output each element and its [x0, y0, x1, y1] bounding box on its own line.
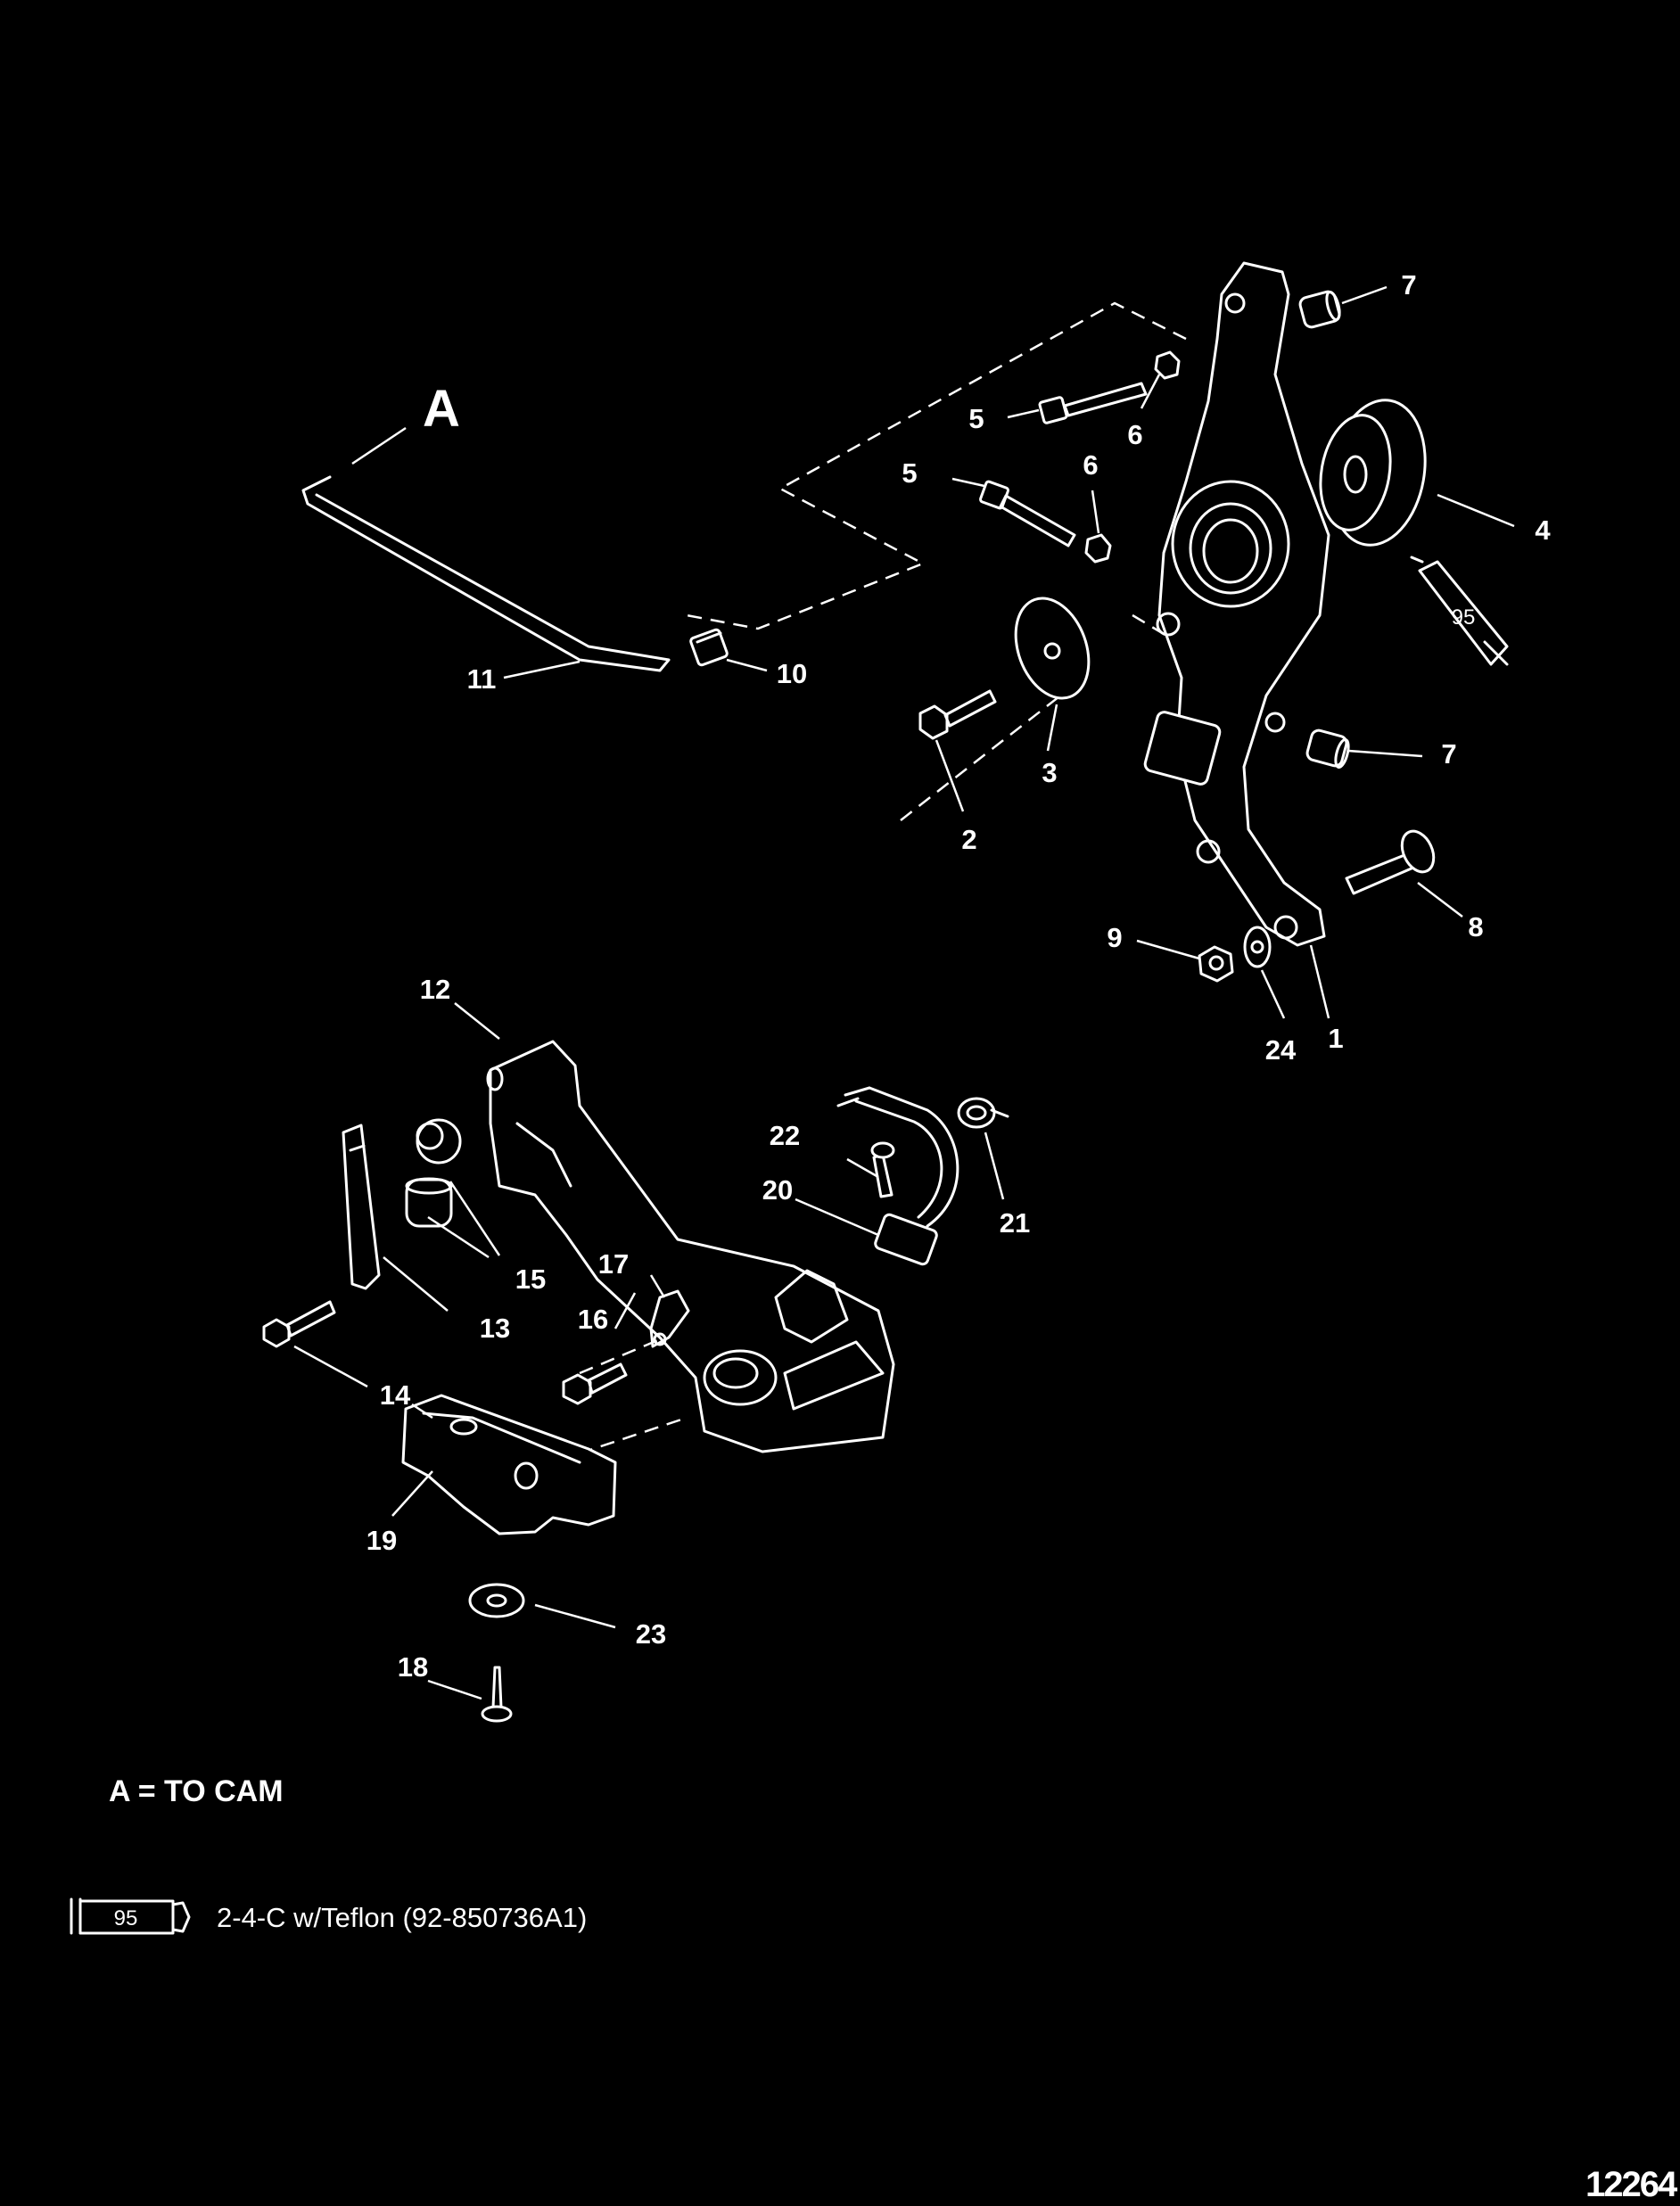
- part-15-spacer-upper: [416, 1118, 462, 1165]
- callout-8: 8: [1468, 911, 1483, 942]
- callout-5-upper: 5: [968, 403, 984, 434]
- part-8-pivot-bolt: [1345, 829, 1436, 895]
- callout-18: 18: [398, 1651, 428, 1683]
- callout-12: 12: [420, 974, 450, 1005]
- tube-code-label: 95: [1452, 605, 1476, 630]
- note-a-to-cam: A = TO CAM: [109, 1774, 284, 1808]
- callout-9: 9: [1107, 922, 1122, 953]
- callout-1: 1: [1328, 1023, 1343, 1054]
- callout-6-lower: 6: [1083, 449, 1098, 481]
- callout-17: 17: [598, 1248, 629, 1280]
- callout-23: 23: [636, 1618, 666, 1650]
- part-24-washer: [1243, 926, 1272, 968]
- callout-a: A: [423, 380, 460, 438]
- part-5-bolt-lower: [979, 480, 1076, 547]
- leader-lines: [293, 285, 1515, 1700]
- part-3-washer: [1014, 597, 1091, 700]
- part-6-nut-lower: [1084, 533, 1112, 564]
- part-5-bolt-upper: [1038, 382, 1148, 424]
- part-7-bushing-lower: [1305, 728, 1350, 770]
- part-4-roller: [1319, 399, 1427, 547]
- callout-11: 11: [467, 663, 497, 695]
- part-17-clip: [649, 1289, 690, 1348]
- part-7-bushing-upper: [1298, 290, 1341, 329]
- callout-19: 19: [366, 1525, 397, 1556]
- callout-7-upper: 7: [1401, 269, 1416, 300]
- legend-tube-code: 95: [114, 1906, 138, 1930]
- callout-24: 24: [1265, 1034, 1297, 1066]
- part-16-screw: [562, 1362, 628, 1405]
- callout-numbers: A 1 2 3 4 5 5 6 6 7 7 8 9 10 11 12 13 14…: [366, 269, 1552, 1683]
- part-2-bolt: [918, 689, 997, 740]
- part-13-plate: [342, 1124, 381, 1290]
- part-19-switch-housing: [401, 1394, 617, 1535]
- part-6-nut-upper: [1154, 350, 1181, 380]
- callout-13: 13: [480, 1313, 510, 1344]
- part-21-clamp: [957, 1097, 1009, 1129]
- part-1-lever-arm: [1143, 261, 1330, 947]
- callout-21: 21: [1000, 1207, 1030, 1239]
- grease-tube-icon: 95: [1410, 556, 1509, 666]
- callout-5-lower: 5: [902, 457, 917, 489]
- callout-4: 4: [1535, 514, 1551, 546]
- part-11-link-rod: [301, 475, 671, 672]
- callout-16: 16: [578, 1304, 608, 1335]
- callout-10: 10: [777, 658, 807, 689]
- callout-20: 20: [762, 1174, 793, 1206]
- part-10-fitting: [689, 628, 729, 667]
- callout-22: 22: [770, 1120, 800, 1151]
- part-22-screw: [870, 1141, 895, 1198]
- legend-text: 2-4-C w/Teflon (92-850736A1): [217, 1902, 588, 1933]
- callout-7-lower: 7: [1441, 738, 1456, 770]
- part-20-connector: [836, 1086, 959, 1266]
- callout-3: 3: [1042, 757, 1057, 788]
- part-12-bracket: [486, 1040, 895, 1453]
- part-23-washer: [468, 1583, 525, 1618]
- part-9-nut: [1198, 945, 1234, 983]
- callout-2: 2: [961, 824, 976, 855]
- figure-number: 12264: [1585, 2165, 1677, 2204]
- callout-14: 14: [380, 1379, 411, 1411]
- legend-tube-icon: 95: [70, 1897, 191, 1935]
- callout-6-upper: 6: [1127, 419, 1142, 450]
- part-15-spacer-lower: [405, 1177, 453, 1228]
- part-18-screw: [481, 1666, 513, 1723]
- part-14-screw: [262, 1300, 336, 1348]
- callout-15: 15: [515, 1264, 546, 1295]
